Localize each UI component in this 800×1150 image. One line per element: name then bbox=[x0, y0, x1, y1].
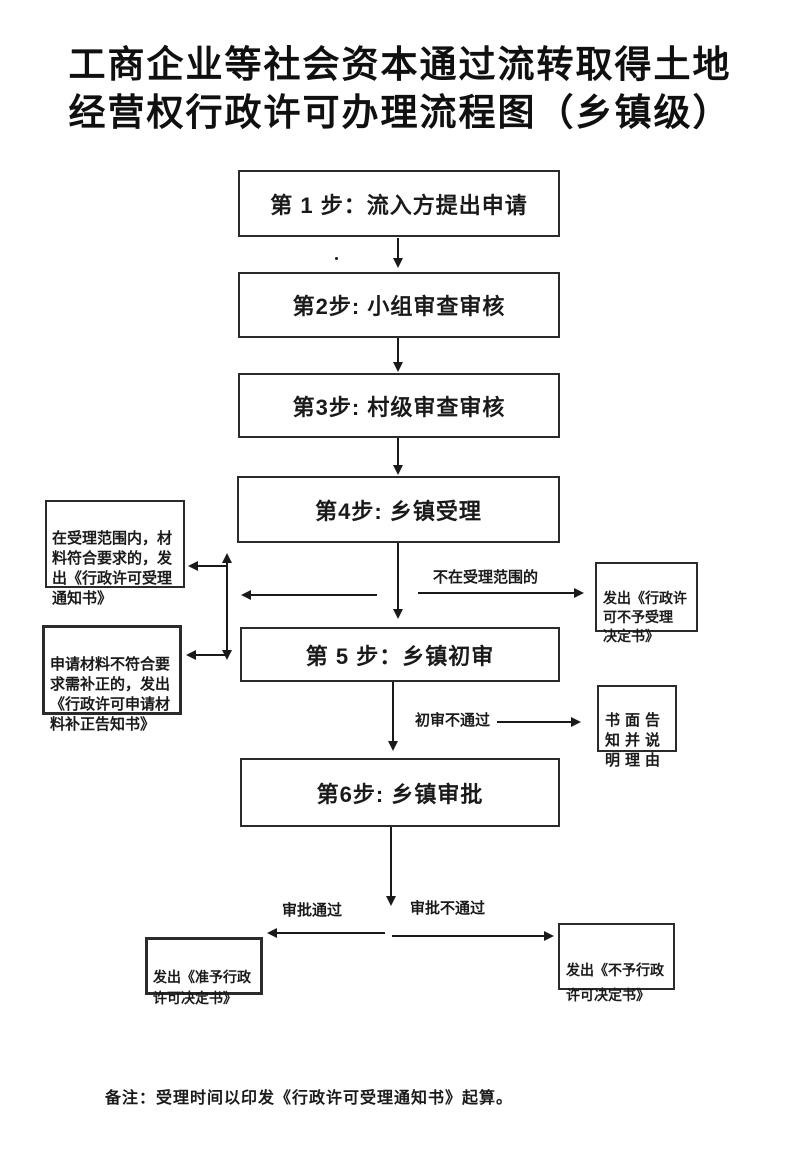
split-left-arrow-head bbox=[267, 928, 277, 938]
step-5-box: 第 5 步：乡镇初审 bbox=[240, 627, 560, 682]
step-3-box: 第3步: 村级审查审核 bbox=[238, 373, 560, 438]
arrow-step2-step3-head bbox=[393, 362, 403, 372]
step-5-label: 第 5 步：乡镇初审 bbox=[305, 643, 495, 669]
initial-fail-label: 初审不通过 bbox=[415, 712, 491, 729]
left-branch-bottom-head bbox=[186, 650, 196, 660]
arrow-step6-split-head bbox=[386, 896, 396, 906]
step-1-box: 第 1 步：流入方提出申请 bbox=[238, 170, 560, 237]
page-title-line2: 经营权行政许可办理流程图（乡镇级） bbox=[68, 93, 732, 134]
footnote: 备注：受理时间以印发《行政许可受理通知书》起算。 bbox=[105, 1090, 514, 1107]
out-of-scope-arrow-line bbox=[418, 592, 574, 594]
branch-left-line bbox=[251, 594, 377, 596]
split-right-arrow-line bbox=[392, 935, 544, 937]
step-1-label: 第 1 步：流入方提出申请 bbox=[270, 192, 528, 218]
initial-fail-arrow-line bbox=[497, 721, 571, 723]
initial-fail-arrow-head bbox=[571, 717, 581, 727]
left-branch-top-head bbox=[188, 561, 198, 571]
arrow-step5-step6-line bbox=[392, 682, 394, 743]
branch-left-head bbox=[241, 590, 251, 600]
stray-dot bbox=[335, 257, 338, 260]
arrow-step4-step5-line bbox=[397, 543, 399, 611]
approve-decision-box: 发出《准予行政 许可决定书》 bbox=[145, 937, 263, 1006]
step-4-box: 第4步: 乡镇受理 bbox=[237, 476, 560, 543]
out-of-scope-arrow-head bbox=[574, 588, 584, 598]
arrow-step6-split-line bbox=[390, 827, 392, 898]
not-accept-decision-box: 发出《行政许 可不予受理 决定书》 bbox=[595, 562, 698, 644]
arrow-step5-step6-head bbox=[388, 741, 398, 751]
arrow-step1-step2-head bbox=[393, 258, 403, 268]
accept-notice-box: 在受理范围内，材 料符合要求的，发 出《行政许可受理 通知书》 bbox=[45, 500, 185, 607]
not-accept-decision-text: 发出《行政许 可不予受理 决定书》 bbox=[603, 590, 687, 644]
step-6-box: 第6步: 乡镇审批 bbox=[240, 758, 560, 827]
left-connector-line bbox=[226, 562, 228, 652]
left-branch-top-line bbox=[198, 565, 228, 567]
split-left-arrow-line bbox=[277, 932, 385, 934]
left-branch-bottom-line bbox=[196, 654, 228, 656]
approve-pass-label: 审批通过 bbox=[282, 902, 343, 919]
approve-decision-text: 发出《准予行政 许可决定书》 bbox=[153, 969, 251, 1006]
arrow-step3-step4-head bbox=[393, 465, 403, 475]
accept-notice-text: 在受理范围内，材 料符合要求的，发 出《行政许可受理 通知书》 bbox=[52, 530, 173, 607]
written-inform-box: 书面告 知并说 明理由 bbox=[597, 685, 677, 769]
deny-decision-box: 发出《不予行政 许可决定书》 bbox=[558, 923, 675, 1003]
approve-fail-label: 审批不通过 bbox=[410, 900, 486, 917]
written-inform-text: 书面告 知并说 明理由 bbox=[605, 712, 666, 769]
split-right-arrow-head bbox=[544, 931, 554, 941]
page-title: 工商企业等社会资本通过流转取得土地 经营权行政许可办理流程图（乡镇级） bbox=[0, 42, 800, 138]
step-4-label: 第4步: 乡镇受理 bbox=[315, 498, 482, 524]
step-6-label: 第6步: 乡镇审批 bbox=[316, 781, 484, 807]
step-3-label: 第3步: 村级审查审核 bbox=[292, 394, 506, 420]
arrow-step2-step3-line bbox=[397, 338, 399, 364]
page-title-line1: 工商企业等社会资本通过流转取得土地 bbox=[68, 45, 732, 86]
supplement-notice-text: 申请材料不符合要 求需补正的，发出 《行政许可申请材 料补正告知书》 bbox=[50, 656, 171, 733]
left-connector-up-head bbox=[222, 553, 232, 563]
step-2-label: 第2步: 小组审查审核 bbox=[292, 294, 506, 319]
arrow-step3-step4-line bbox=[397, 438, 399, 467]
deny-decision-text: 发出《不予行政 许可决定书》 bbox=[566, 962, 664, 1003]
arrow-step4-step5-head bbox=[393, 609, 403, 619]
supplement-notice-box: 申请材料不符合要 求需补正的，发出 《行政许可申请材 料补正告知书》 bbox=[42, 625, 182, 733]
arrow-step1-step2-line bbox=[397, 238, 399, 260]
step-2-box: 第2步: 小组审查审核 bbox=[238, 272, 560, 338]
out-of-scope-label: 不在受理范围的 bbox=[433, 569, 539, 586]
